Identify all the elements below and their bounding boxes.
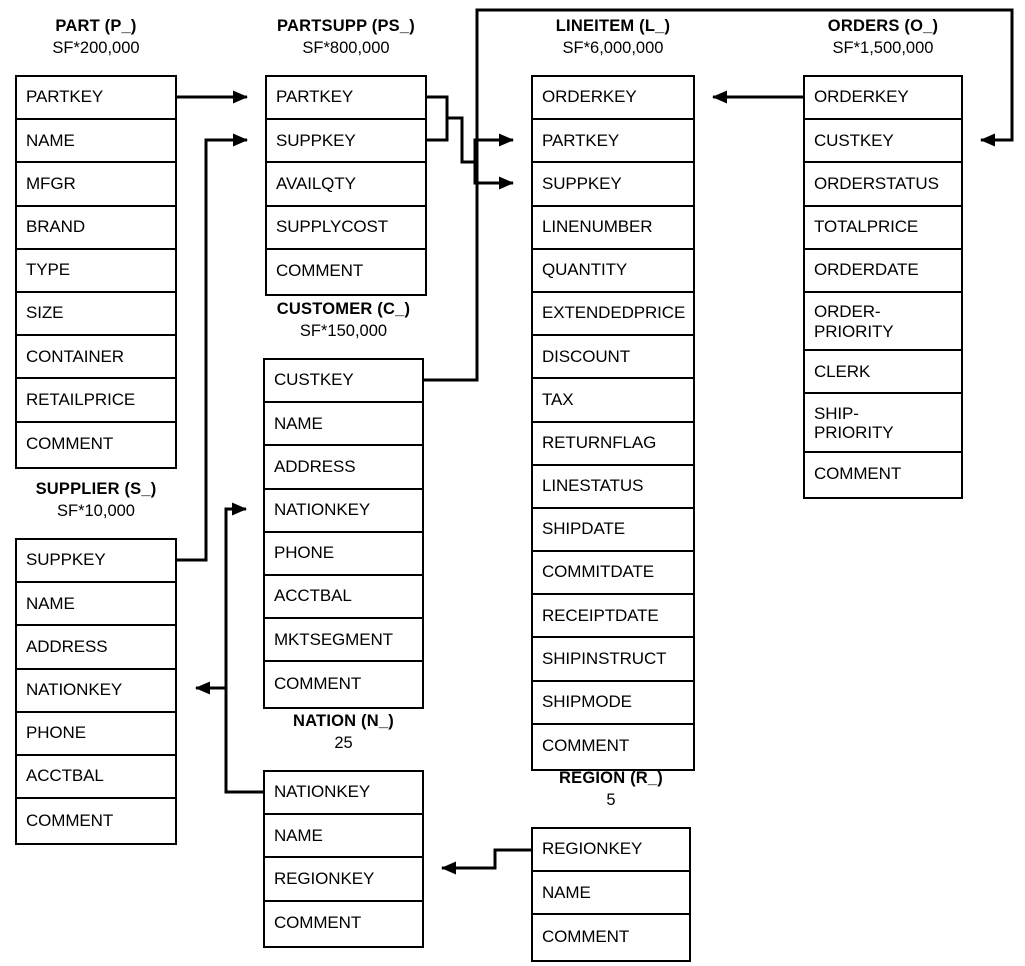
entity-title-orders: ORDERS (O_)	[827, 17, 939, 35]
field-nation-name: NAME	[265, 815, 422, 859]
field-lineitem-commitdate: COMMITDATE	[533, 552, 693, 596]
field-supplier-phone: PHONE	[17, 713, 175, 756]
field-lineitem-shipmode: SHIPMODE	[533, 682, 693, 725]
field-customer-phone: PHONE	[265, 533, 422, 576]
field-region-comment: COMMENT	[542, 926, 630, 946]
link-region-nation	[441, 848, 531, 875]
entity-title-lineitem: LINEITEM (L_)	[555, 17, 671, 35]
entity-cardinality-part: SF*200,000	[52, 39, 140, 57]
field-nation-comment: COMMENT	[274, 912, 362, 932]
entity-cardinality-partsupp: SF*800,000	[302, 39, 390, 57]
entity-title-region: REGION (R_)	[559, 769, 663, 787]
link-partsupp-lineitem-trunk	[447, 116, 475, 164]
field-customer-custkey: CUSTKEY	[265, 360, 422, 404]
field-partsupp-suppkey: SUPPKEY	[267, 120, 425, 164]
field-lineitem-returnflag: RETURNFLAG	[533, 423, 693, 466]
link-lineitem-suppkey	[473, 162, 514, 190]
entity-title-partsupp: PARTSUPP (PS_)	[277, 17, 415, 35]
entity-cardinality-customer: SF*150,000	[299, 322, 388, 340]
field-part-mfgr: MFGR	[17, 163, 175, 207]
field-partsupp-availqty: AVAILQTY	[267, 163, 425, 207]
field-lineitem-orderkey: ORDERKEY	[533, 77, 693, 121]
entity-title-part: PART (P_)	[55, 17, 137, 35]
field-orders-clerk: CLERK	[805, 351, 961, 395]
field-lineitem-shipinstruct: SHIPINSTRUCT	[533, 638, 693, 682]
field-lineitem-partkey: PARTKEY	[533, 120, 693, 164]
field-part-container: CONTAINER	[17, 336, 175, 380]
field-lineitem-extendedprice: EXTENDEDPRICE	[533, 293, 693, 337]
link-partsupp-brace	[427, 95, 449, 142]
entity-cardinality-nation: 25	[334, 734, 353, 752]
field-customer-name: NAME	[265, 403, 422, 447]
field-supplier-comment: COMMENT	[26, 810, 114, 830]
field-orders-custkey: CUSTKEY	[805, 120, 961, 164]
field-orders-orderdate: ORDERDATE	[805, 250, 961, 293]
field-orders-totalprice: TOTALPRICE	[805, 207, 961, 250]
field-part-retailprice: RETAILPRICE	[17, 379, 175, 423]
entity-title-customer: CUSTOMER (C_)	[276, 300, 411, 318]
field-region-regionkey: REGIONKEY	[533, 829, 689, 873]
field-lineitem-tax: TAX	[533, 379, 693, 423]
field-supplier-name: NAME	[17, 583, 175, 627]
field-lineitem-shipdate: SHIPDATE	[533, 509, 693, 553]
field-part-size: SIZE	[17, 293, 175, 337]
field-lineitem-receiptdate: RECEIPTDATE	[533, 595, 693, 639]
link-lineitem-partkey	[473, 133, 514, 162]
field-supplier-acctbal: ACCTBAL	[17, 756, 175, 800]
field-part-comment: COMMENT	[26, 433, 114, 453]
field-supplier-suppkey: SUPPKEY	[17, 540, 175, 584]
field-part-brand: BRAND	[17, 207, 175, 250]
entity-cardinality-supplier: SF*10,000	[57, 502, 135, 520]
field-part-type: TYPE	[17, 250, 175, 293]
field-nation-nationkey: NATIONKEY	[265, 772, 422, 816]
field-part-name: NAME	[17, 120, 175, 164]
field-lineitem-suppkey: SUPPKEY	[533, 163, 693, 207]
field-nation-regionkey: REGIONKEY	[265, 858, 422, 902]
field-orders-orderkey: ORDERKEY	[805, 77, 961, 121]
entity-cardinality-region: 5	[606, 791, 616, 809]
field-customer-address: ADDRESS	[265, 446, 422, 490]
field-supplier-nationkey: NATIONKEY	[17, 670, 175, 713]
field-customer-mktsegment: MKTSEGMENT	[265, 619, 422, 663]
field-partsupp-partkey: PARTKEY	[267, 77, 425, 121]
field-supplier-address: ADDRESS	[17, 626, 175, 670]
field-orders-orderstatus: ORDERSTATUS	[805, 163, 961, 207]
field-customer-comment: COMMENT	[274, 673, 362, 693]
field-lineitem-quantity: QUANTITY	[533, 250, 693, 293]
field-lineitem-comment: COMMENT	[542, 736, 630, 756]
field-region-name: NAME	[533, 872, 689, 916]
field-partsupp-comment: COMMENT	[276, 261, 364, 281]
field-part-partkey: PARTKEY	[17, 77, 175, 121]
field-lineitem-linestatus: LINESTATUS	[533, 466, 693, 509]
entity-title-supplier: SUPPLIER (S_)	[35, 480, 157, 498]
field-customer-nationkey: NATIONKEY	[265, 490, 422, 533]
field-orders-shippriority: SHIP- PRIORITY	[805, 394, 961, 453]
entity-cardinality-lineitem: SF*6,000,000	[562, 39, 664, 57]
field-partsupp-supplycost: SUPPLYCOST	[267, 207, 425, 250]
field-customer-acctbal: ACCTBAL	[265, 576, 422, 620]
field-orders-orderpriority: ORDER- PRIORITY	[805, 293, 961, 352]
field-lineitem-linenumber: LINENUMBER	[533, 207, 693, 250]
entity-title-nation: NATION (N_)	[293, 712, 394, 730]
field-orders-comment: COMMENT	[814, 464, 902, 484]
entity-cardinality-orders: SF*1,500,000	[832, 39, 934, 57]
field-lineitem-discount: DISCOUNT	[533, 336, 693, 380]
